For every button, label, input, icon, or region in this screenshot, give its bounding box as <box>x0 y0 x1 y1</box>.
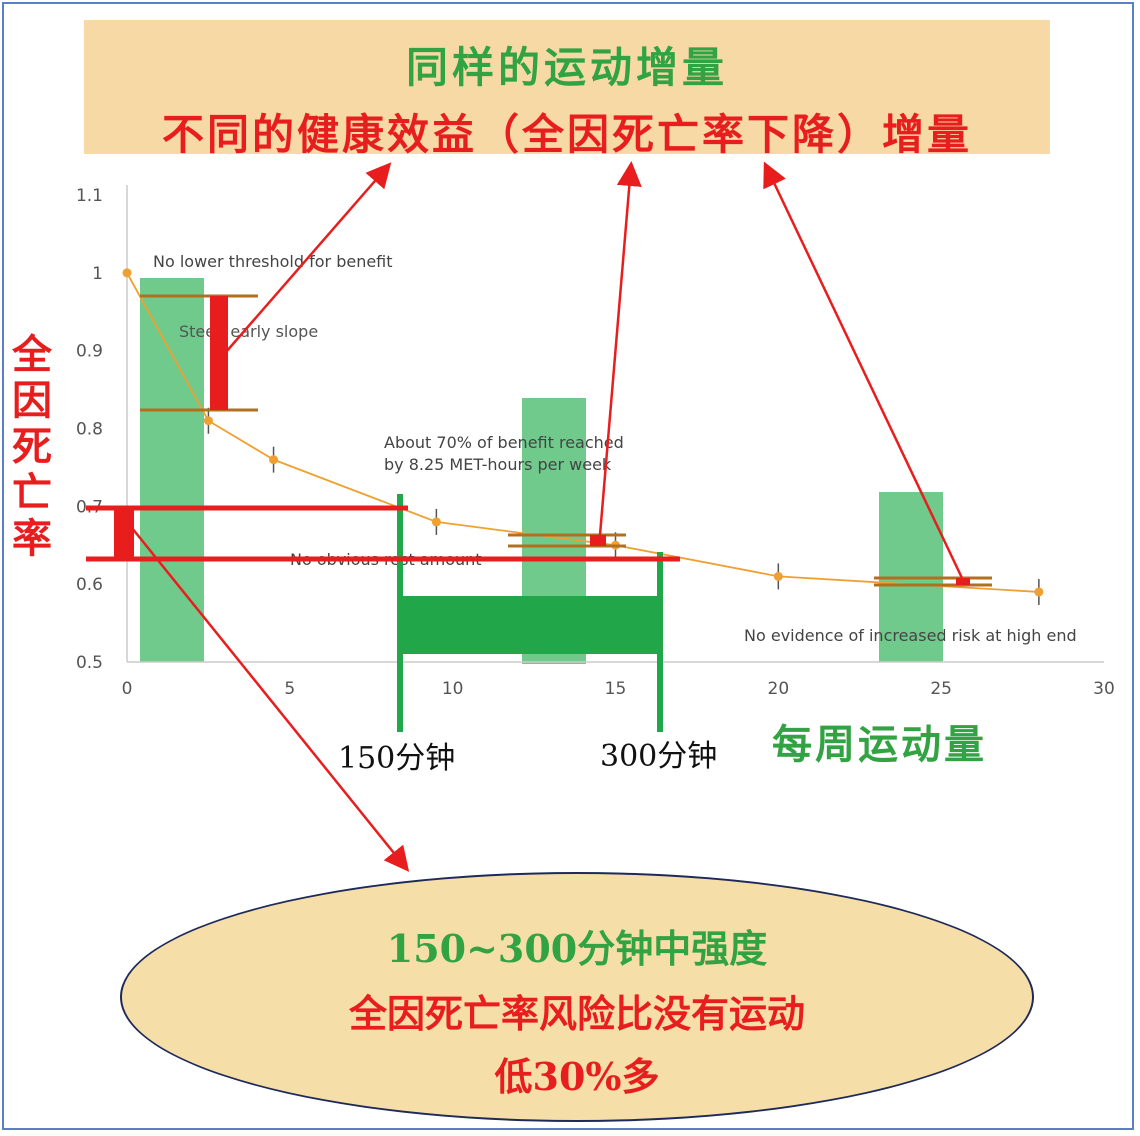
data-point <box>773 571 783 581</box>
annotation-no-lower-threshold: No lower threshold for benefit <box>153 252 393 271</box>
x-tick-label: 20 <box>768 679 790 699</box>
highlight-band <box>140 278 204 662</box>
annotation-70pct-line2: by 8.25 MET-hours per week <box>384 455 612 474</box>
150-300-bracket <box>397 494 663 732</box>
x-tick-label: 5 <box>284 679 295 699</box>
x-axis-title: 每周运动量 <box>772 721 987 768</box>
data-point <box>203 416 213 426</box>
arrows <box>131 161 964 872</box>
y-tick-label: 1.1 <box>76 186 103 206</box>
axes <box>126 185 1104 663</box>
y-axis-title-char: 全 <box>12 331 52 378</box>
y-tick-label: 0.6 <box>76 575 103 595</box>
150-300-range-bar <box>400 596 660 654</box>
data-points <box>122 268 1044 605</box>
y-tick-label: 1 <box>92 264 103 284</box>
x-tick-label: 0 <box>122 679 133 699</box>
data-point <box>1034 587 1044 597</box>
y-axis-title-char: 死 <box>12 423 52 470</box>
header-line-1: 同样的运动增量 <box>405 43 728 92</box>
x-tick-label: 30 <box>1093 679 1115 699</box>
bracket-2-red-bar <box>590 535 606 546</box>
x-tick-label: 15 <box>605 679 627 699</box>
annotation-70pct-line1: About 70% of benefit reached <box>384 433 624 452</box>
summary-line-1: 150~300分钟中强度 <box>386 926 768 971</box>
label-300-min: 300分钟 <box>600 739 718 774</box>
y-axis-title-char: 率 <box>12 515 52 562</box>
x-tick-label: 10 <box>442 679 464 699</box>
arrow-3 <box>763 161 964 579</box>
increment-brackets <box>86 294 992 587</box>
reduction-red-bar <box>114 508 134 559</box>
data-point <box>431 517 441 527</box>
x-tick-label: 25 <box>930 679 952 699</box>
data-point <box>122 268 132 278</box>
bracket-1-red-bar <box>210 296 228 410</box>
y-axis-title-char: 亡 <box>12 469 52 516</box>
bracket-3-red-bar <box>956 578 970 585</box>
y-tick-label: 0.5 <box>76 653 103 673</box>
summary-line-3: 低30%多 <box>494 1054 660 1099</box>
y-tick-label: 0.9 <box>76 342 103 362</box>
arrow-to-ellipse <box>131 527 410 872</box>
arrow-2 <box>598 161 642 536</box>
y-tick-label: 0.8 <box>76 420 103 440</box>
data-point <box>269 455 279 465</box>
y-axis-title: 全 因 死 亡 率 <box>10 332 54 562</box>
header-box: 同样的运动增量 不同的健康效益（全因死亡率下降）增量 <box>84 20 1050 159</box>
arrow-1 <box>225 162 392 353</box>
annotation-no-risk-high-end: No evidence of increased risk at high en… <box>744 626 1077 645</box>
label-150-min: 150分钟 <box>338 741 456 776</box>
header-line-2: 不同的健康效益（全因死亡率下降）增量 <box>161 110 972 159</box>
summary-line-2: 全因死亡率风险比没有运动 <box>348 991 805 1036</box>
y-axis-title-char: 因 <box>12 377 52 424</box>
summary-ellipse: 150~300分钟中强度 全因死亡率风险比没有运动 低30%多 <box>120 872 1034 1122</box>
